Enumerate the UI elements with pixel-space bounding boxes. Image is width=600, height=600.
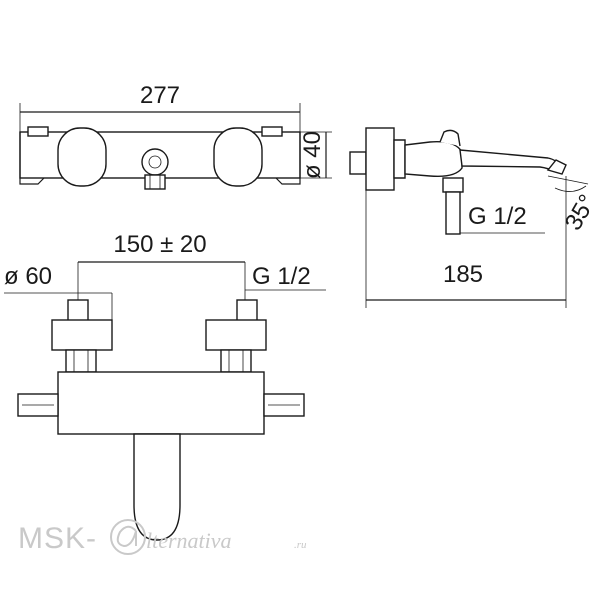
side-thread-label: G 1/2 [468,203,527,230]
wall-nut [349,151,367,175]
watermark-at-glyph [116,525,137,548]
front-thread-label: G 1/2 [252,263,311,290]
left-nut [65,349,97,373]
left-cap-edge [27,126,49,137]
side-collar [393,139,406,179]
right-inlet [236,299,258,323]
angle-line [547,175,589,185]
side-view: G 1/2 35° 185 [349,127,600,308]
front-body [57,371,265,435]
lower-pipe [445,191,461,235]
left-end-cap [19,132,45,185]
center-outlet-inner [148,155,162,169]
front-spout [133,433,181,541]
dimension-40-label: ø 40 [299,131,326,179]
side-body [365,127,395,191]
diameter-60-label: ø 60 [4,263,52,290]
right-end-cap [275,132,301,185]
front-view: 150 ± 20 ø 60 G 1/2 [4,231,326,541]
valve-cone [404,141,463,178]
lower-nut [442,177,464,193]
dimension-185-label: 185 [443,261,483,288]
right-cap-edge [261,126,283,137]
spout [459,149,561,173]
left-knob [57,127,107,187]
top-view: 277 ø 40 [19,82,332,190]
center-outlet [141,148,169,176]
right-eccentric [205,319,267,351]
left-eccentric [51,319,113,351]
right-knob [213,127,263,187]
outlet-nut [144,174,166,190]
right-nut [220,349,252,373]
watermark-at-logo [110,519,146,555]
left-inlet [67,299,89,323]
top-knob [439,129,461,147]
angle-arc [554,185,587,192]
dimension-277-label: 277 [140,82,180,109]
dimension-150-label: 150 ± 20 [113,231,206,258]
watermark: MSK- lternativa .ru [18,519,307,555]
watermark-name: lternativa [146,528,232,553]
aerator [546,159,567,175]
watermark-tld: .ru [294,539,307,551]
watermark-prefix: MSK- [18,522,97,555]
